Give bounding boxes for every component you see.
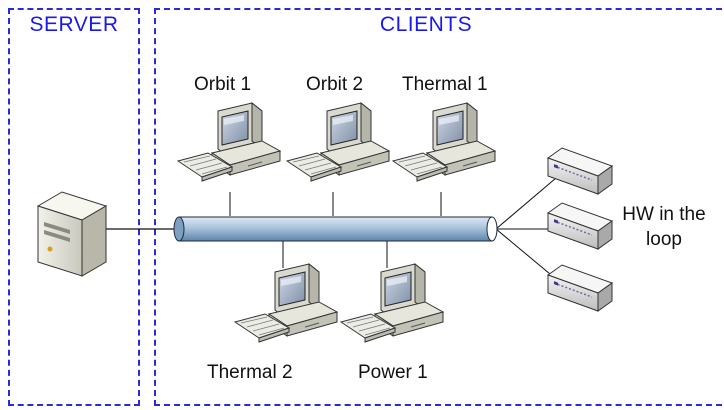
client-pc-orbit-2-icon xyxy=(286,102,390,182)
server-region: SERVER xyxy=(8,8,140,406)
hw-device-3-icon xyxy=(547,264,613,312)
client-label-thermal-2: Thermal 2 xyxy=(207,362,293,383)
clients-region-title: CLIENTS xyxy=(379,13,473,36)
client-pc-thermal-2-icon xyxy=(234,263,338,343)
hw-device-2-icon xyxy=(547,202,613,250)
client-label-orbit-1: Orbit 1 xyxy=(194,74,252,95)
server-tower-icon xyxy=(36,191,108,277)
server-region-title: SERVER xyxy=(29,13,119,36)
client-pc-thermal-1-icon xyxy=(392,102,496,182)
clients-region: CLIENTS xyxy=(154,8,722,406)
network-bus xyxy=(173,216,498,242)
hw-in-the-loop-label: HW in the loop xyxy=(614,202,714,252)
client-pc-orbit-1-icon xyxy=(177,102,281,182)
hw-label-line-1: HW in the xyxy=(622,204,706,225)
hw-device-1-icon xyxy=(547,147,613,195)
client-pc-power-1-icon xyxy=(340,263,444,343)
hw-label-line-2: loop xyxy=(646,229,682,250)
client-label-thermal-1: Thermal 1 xyxy=(402,74,488,95)
client-label-orbit-2: Orbit 2 xyxy=(306,74,364,95)
hw-links xyxy=(495,177,557,280)
client-label-power-1: Power 1 xyxy=(358,362,428,383)
client-drops xyxy=(229,192,442,268)
